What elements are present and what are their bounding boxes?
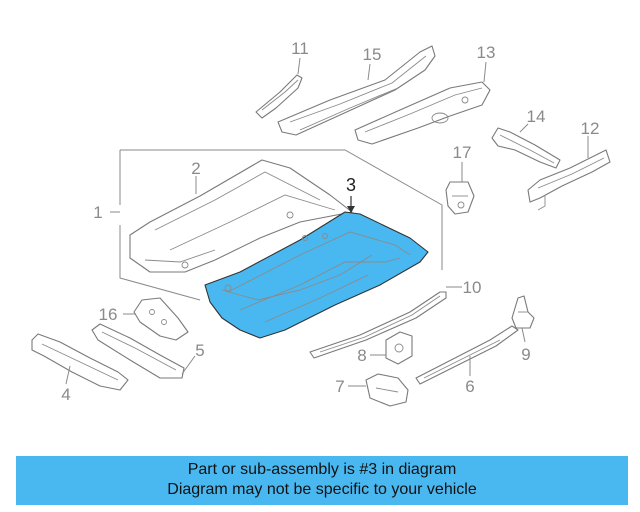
bracket-part-14 bbox=[491, 127, 561, 169]
bracket-part-17 bbox=[445, 181, 475, 215]
rail-part-13 bbox=[354, 81, 491, 145]
callout-8: 8 bbox=[357, 346, 366, 365]
floor-panel-part-2 bbox=[129, 159, 353, 273]
callout-5: 5 bbox=[195, 341, 204, 360]
rail-part-15 bbox=[277, 45, 436, 136]
rail-part-6 bbox=[415, 325, 519, 385]
banner-line-1: Part or sub-assembly is #3 in diagram bbox=[187, 461, 457, 478]
callout-14: 14 bbox=[527, 107, 546, 126]
crossmember-part-12 bbox=[527, 149, 611, 211]
callout-7: 7 bbox=[335, 377, 344, 396]
rail-part-10 bbox=[309, 291, 447, 359]
bracket-part-11 bbox=[255, 74, 303, 119]
callout-16: 16 bbox=[99, 305, 118, 324]
callout-17: 17 bbox=[453, 143, 472, 162]
callout-10: 10 bbox=[463, 278, 482, 297]
banner-line-2: Diagram may not be specific to your vehi… bbox=[167, 481, 477, 498]
bracket-part-7 bbox=[365, 373, 409, 407]
floor-pan-part-3 bbox=[204, 211, 429, 339]
bracket-part-9 bbox=[511, 295, 535, 329]
rail-part-4 bbox=[31, 333, 129, 391]
callout-15: 15 bbox=[363, 45, 382, 64]
parts-diagram: 1 2 3 4 5 6 7 8 9 10 11 12 13 14 15 16 1… bbox=[31, 39, 611, 407]
bracket-part-16 bbox=[133, 297, 189, 341]
callout-13: 13 bbox=[477, 43, 496, 62]
assembly-bracket bbox=[119, 149, 443, 301]
callout-12: 12 bbox=[581, 119, 600, 138]
bracket-part-8 bbox=[385, 331, 413, 365]
callout-6: 6 bbox=[465, 377, 474, 396]
callout-4: 4 bbox=[61, 385, 70, 404]
info-banner: Part or sub-assembly is #3 in diagram Di… bbox=[16, 456, 628, 505]
callout-2: 2 bbox=[191, 159, 200, 178]
callout-11: 11 bbox=[291, 39, 309, 58]
callout-1: 1 bbox=[93, 203, 102, 222]
callout-3: 3 bbox=[346, 175, 356, 195]
callout-9: 9 bbox=[521, 345, 530, 364]
leader-lines bbox=[65, 57, 589, 387]
